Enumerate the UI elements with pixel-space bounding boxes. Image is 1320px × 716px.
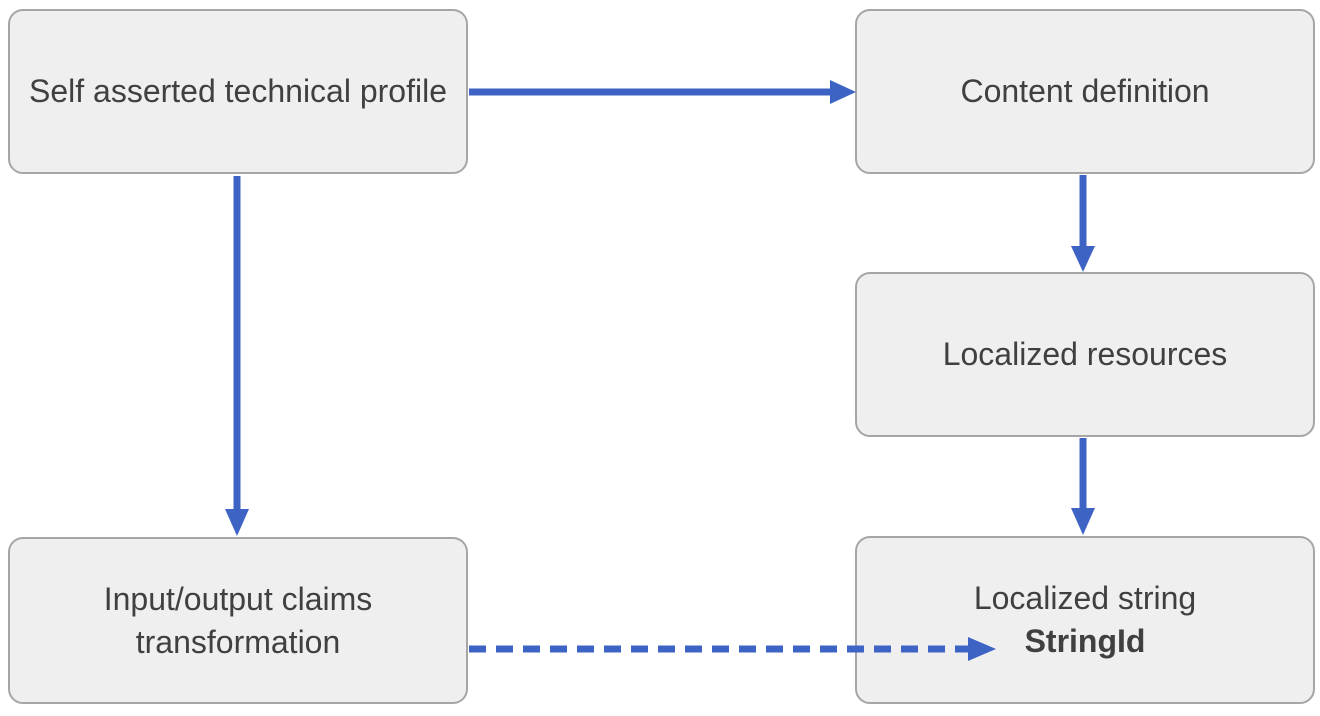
arrow-head-icon <box>1071 508 1095 535</box>
node-label: Content definition <box>960 73 1210 110</box>
node-localized-string: Localized string StringId <box>855 536 1315 704</box>
node-self-asserted-technical-profile: Self asserted technical profile <box>8 9 468 174</box>
arrow-localized-resources-to-localized-string <box>1071 438 1095 535</box>
arrow-self-asserted-to-claims-transformation <box>225 176 249 536</box>
node-label: Localized string <box>973 580 1197 617</box>
arrow-head-icon <box>1071 246 1095 272</box>
arrow-content-definition-to-localized-resources <box>1071 175 1095 272</box>
node-input-output-claims-transformation: Input/output claims transformation <box>8 537 468 704</box>
arrow-self-asserted-to-content-definition <box>469 80 856 104</box>
arrow-head-icon <box>830 80 856 104</box>
node-label: Input/output claims transformation <box>103 580 373 660</box>
node-label: Self asserted technical profile <box>29 73 447 110</box>
node-localized-resources: Localized resources <box>855 272 1315 437</box>
node-label-string-id: StringId <box>1024 623 1146 659</box>
node-label: Localized resources <box>942 336 1228 373</box>
node-content-definition: Content definition <box>855 9 1315 174</box>
arrow-head-icon <box>225 509 249 536</box>
